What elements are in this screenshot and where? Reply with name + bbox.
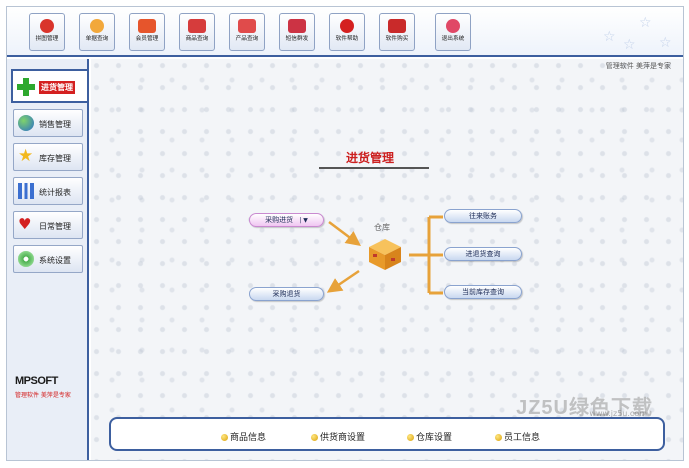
heart-icon: ♥	[18, 215, 32, 233]
warehouse-settings-label: 仓库设置	[416, 433, 453, 443]
pie-icon	[40, 19, 54, 33]
magnifier-icon	[90, 19, 104, 33]
title-underline	[319, 167, 429, 169]
toolbar-button-help[interactable]: 软件帮助	[329, 13, 365, 51]
stock-query-button[interactable]: 当前库存查询	[444, 285, 522, 299]
sidebar-item-purchase-active[interactable]: 进货管理	[11, 69, 87, 103]
stock-query-label: 当前库存查询	[462, 288, 504, 296]
toolbar-button-label: 产品查询	[235, 35, 259, 42]
exit-icon	[446, 19, 460, 33]
star-decoration-icon: ☆	[603, 29, 616, 45]
toolbar-button-label: 软件帮助	[335, 35, 359, 42]
supplier-settings-label: 供货商设置	[320, 433, 366, 443]
page-title: 进货管理	[346, 151, 395, 165]
sidebar-item-label: 库存管理	[39, 154, 71, 163]
main-panel: 管理软件 美萍是专家 进货管理 采购进货 | ▼ 采购退货 仓库	[91, 59, 683, 460]
toolbar-button-label: 拼图管理	[35, 35, 59, 42]
bottom-shortcut-bar: 商品信息 供货商设置 仓库设置 员工信息	[109, 417, 665, 451]
globe-icon	[18, 115, 34, 131]
mpsoft-logo: MPSOFT	[15, 375, 58, 387]
accounts-button[interactable]: 往来账务	[444, 209, 522, 223]
warehouse-label: 仓库	[374, 223, 390, 232]
goods-info-link[interactable]: 商品信息	[221, 430, 266, 443]
help-icon	[340, 19, 354, 33]
members-icon	[138, 19, 156, 33]
in-return-query-button[interactable]: 进退货查询	[444, 247, 522, 261]
sidebar: 进货管理 销售管理 ★ 库存管理 统计报表 ♥ 日常管理 系统设置 MPSOFT…	[7, 59, 89, 460]
staff-info-link[interactable]: 员工信息	[495, 430, 540, 443]
sidebar-item-label: 进货管理	[39, 81, 75, 94]
sidebar-item-inventory[interactable]: ★ 库存管理	[13, 143, 83, 171]
star-decoration-icon: ☆	[639, 15, 652, 31]
purchase-in-label: 采购进货	[265, 216, 294, 224]
sidebar-item-settings[interactable]: 系统设置	[13, 245, 83, 273]
bullet-icon	[221, 434, 228, 441]
logo-text: MPSOFT	[15, 375, 58, 387]
staff-info-label: 员工信息	[504, 433, 541, 443]
bar-chart-icon	[18, 183, 34, 199]
star-decoration-icon: ☆	[659, 35, 672, 51]
sidebar-item-sales[interactable]: 销售管理	[13, 109, 83, 137]
toolbar-button-members[interactable]: 会员管理	[129, 13, 165, 51]
supplier-settings-link[interactable]: 供货商设置	[311, 430, 365, 443]
main-toolbar: 拼图管理 单据查询 会员管理 商品查询 产品查询 短信群发 软件帮助 软件购买	[7, 7, 683, 57]
yen-icon	[388, 19, 406, 33]
toolbar-button-label: 单据查询	[85, 35, 109, 42]
star-icon: ★	[18, 146, 34, 166]
sidebar-item-label: 系统设置	[39, 256, 71, 265]
toolbar-button-label: 会员管理	[135, 35, 159, 42]
app-window: 拼图管理 单据查询 会员管理 商品查询 产品查询 短信群发 软件帮助 软件购买	[6, 6, 684, 461]
sidebar-item-label: 日常管理	[39, 222, 71, 231]
goods-icon	[188, 19, 206, 33]
accounts-label: 往来账务	[469, 212, 497, 220]
sidebar-item-daily[interactable]: ♥ 日常管理	[13, 211, 83, 239]
logo-subtitle: 管理软件 美萍是专家	[15, 392, 71, 399]
warehouse-settings-link[interactable]: 仓库设置	[407, 430, 452, 443]
toolbar-button-label: 短信群发	[285, 35, 309, 42]
purchase-return-label: 采购退货	[272, 290, 301, 298]
sidebar-item-label: 统计报表	[39, 188, 71, 197]
toolbar-button-sms[interactable]: 短信群发	[279, 13, 315, 51]
sidebar-item-reports[interactable]: 统计报表	[13, 177, 83, 205]
star-decoration-icon: ☆	[623, 37, 636, 53]
envelope-icon	[288, 19, 306, 33]
watermark-text: JZ5U绿色下载	[516, 397, 653, 419]
flow-connectors	[326, 215, 443, 295]
in-return-query-label: 进退货查询	[465, 250, 501, 258]
plus-icon	[17, 78, 35, 96]
watermark-subtext: www.jz5u.com	[589, 409, 647, 418]
motto-text: 管理软件 美萍是专家	[605, 62, 671, 70]
disc-icon	[18, 251, 34, 267]
purchase-in-button[interactable]: 采购进货 | ▼	[249, 213, 324, 227]
toolbar-button-label: 商品查询	[185, 35, 209, 42]
toolbar-button-label: 软件购买	[385, 35, 409, 42]
warehouse-box-icon	[369, 239, 401, 270]
sidebar-item-label: 销售管理	[39, 120, 71, 129]
toolbar-button-buy[interactable]: 软件购买	[379, 13, 415, 51]
bullet-icon	[495, 434, 502, 441]
dropdown-caret-icon: | ▼	[299, 217, 308, 224]
toolbar-button-goods-query[interactable]: 商品查询	[179, 13, 215, 51]
toolbar-button-order-query[interactable]: 单据查询	[79, 13, 115, 51]
toolbar-button-label: 退出系统	[441, 35, 465, 42]
bullet-icon	[407, 434, 414, 441]
product-icon	[238, 19, 256, 33]
purchase-return-button[interactable]: 采购退货	[249, 287, 324, 301]
goods-info-label: 商品信息	[230, 433, 267, 443]
toolbar-button-product-query[interactable]: 产品查询	[229, 13, 265, 51]
bullet-icon	[311, 434, 318, 441]
toolbar-button-exit[interactable]: 退出系统	[435, 13, 471, 51]
toolbar-button-pie[interactable]: 拼图管理	[29, 13, 65, 51]
